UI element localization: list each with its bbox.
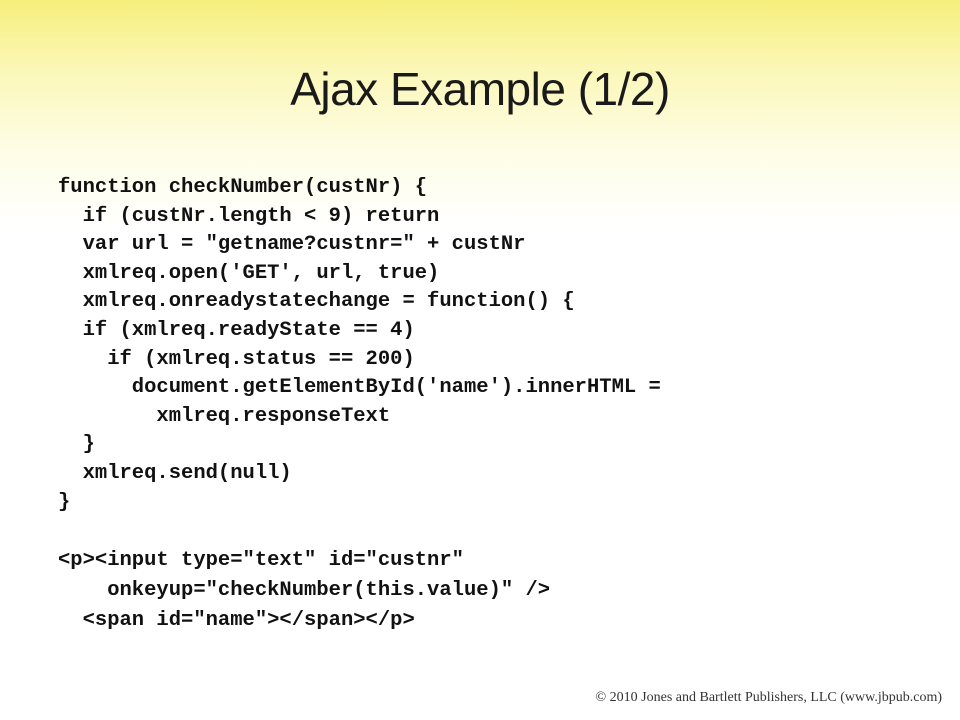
code-line: if (xmlreq.readyState == 4) bbox=[58, 318, 415, 342]
code-line: } bbox=[58, 490, 71, 514]
code-line: xmlreq.onreadystatechange = function() { bbox=[58, 290, 575, 314]
code-line: } bbox=[58, 433, 95, 457]
copyright-notice: © 2010 Jones and Bartlett Publishers, LL… bbox=[595, 690, 942, 705]
javascript-code-block: function checkNumber(custNr) { if (custN… bbox=[58, 174, 661, 517]
html-line: <span id="name"></span></p> bbox=[58, 609, 415, 632]
html-code-block: <p><input type="text" id="custnr" onkeyu… bbox=[58, 546, 550, 636]
code-line: function checkNumber(custNr) { bbox=[58, 176, 428, 199]
code-line: xmlreq.open('GET', url, true) bbox=[58, 261, 440, 285]
html-line: <p><input type="text" id="custnr" bbox=[58, 549, 464, 572]
html-line: onkeyup="checkNumber(this.value)" /> bbox=[58, 579, 551, 602]
code-line: if (xmlreq.status == 200) bbox=[58, 347, 415, 371]
code-line: document.getElementById('name').innerHTM… bbox=[58, 376, 661, 400]
code-line: if (custNr.length < 9) return bbox=[58, 204, 440, 228]
code-line: xmlreq.responseText bbox=[58, 404, 391, 428]
code-line: var url = "getname?custnr=" + custNr bbox=[58, 233, 526, 257]
slide-title: Ajax Example (1/2) bbox=[290, 63, 670, 115]
code-line: xmlreq.send(null) bbox=[58, 461, 292, 485]
